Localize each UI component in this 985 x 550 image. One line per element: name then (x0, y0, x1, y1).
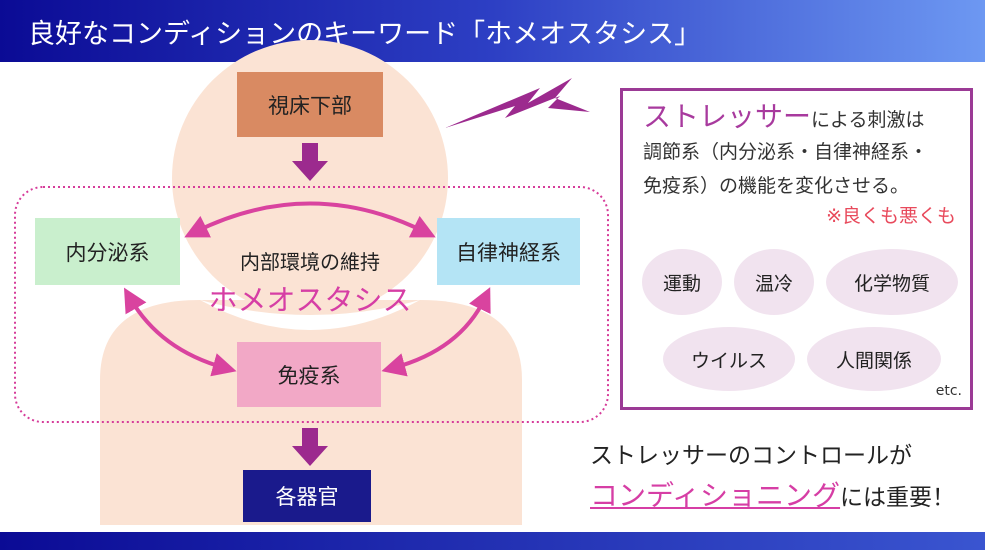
conclusion-line1: ストレッサーのコントロールが (590, 443, 912, 469)
stressor-oval: ウイルス (663, 327, 795, 391)
stressor-line1: ストレッサーによる刺激は (643, 95, 924, 135)
conditioning-highlight: コンディショニング (590, 479, 841, 512)
title-bar (0, 0, 985, 62)
down-arrow-icon (292, 143, 328, 181)
regulation-frame (14, 186, 609, 423)
stressor-line3: 免疫系）の機能を変化させる。 (643, 175, 910, 197)
hypothalamus-box: 視床下部 (237, 72, 383, 137)
conclusion-rest: には重要！ (840, 485, 956, 511)
stressor-oval: 人間関係 (807, 327, 941, 391)
double-arrow-left (123, 287, 237, 377)
organs-box: 各器官 (243, 470, 371, 522)
line1-rest: による刺激は (811, 109, 925, 131)
stressor-oval: 運動 (642, 249, 722, 315)
double-arrow-right (381, 287, 491, 377)
homeostasis-label: ホメオスタシス (208, 283, 412, 317)
stressor-oval: 化学物質 (826, 249, 958, 315)
immune-box: 免疫系 (237, 342, 381, 407)
stressor-oval: 温冷 (734, 249, 814, 315)
down-arrow-icon (292, 428, 328, 466)
bottom-bar (0, 532, 985, 550)
neck-gap (200, 300, 420, 330)
etc-label: etc. (935, 383, 962, 399)
double-arrow-top (184, 201, 436, 238)
lightning-icon (445, 78, 590, 128)
maintenance-label: 内部環境の維持 (240, 249, 380, 274)
endocrine-box: 内分泌系 (35, 218, 180, 285)
stressor-panel: ストレッサーによる刺激は 調節系（内分泌系・自律神経系・ 免疫系）の機能を変化さ… (620, 88, 973, 410)
autonomic-box: 自律神経系 (437, 218, 580, 285)
slide-title: 良好なコンディションのキーワード「ホメオスタシス」 (28, 19, 702, 50)
note-text: ※良くも悪くも (826, 205, 956, 227)
stressor-line2: 調節系（内分泌系・自律神経系・ (643, 141, 929, 163)
conclusion-line2: コンディショニングには重要！ (590, 474, 955, 514)
stressor-term: ストレッサー (643, 100, 812, 133)
